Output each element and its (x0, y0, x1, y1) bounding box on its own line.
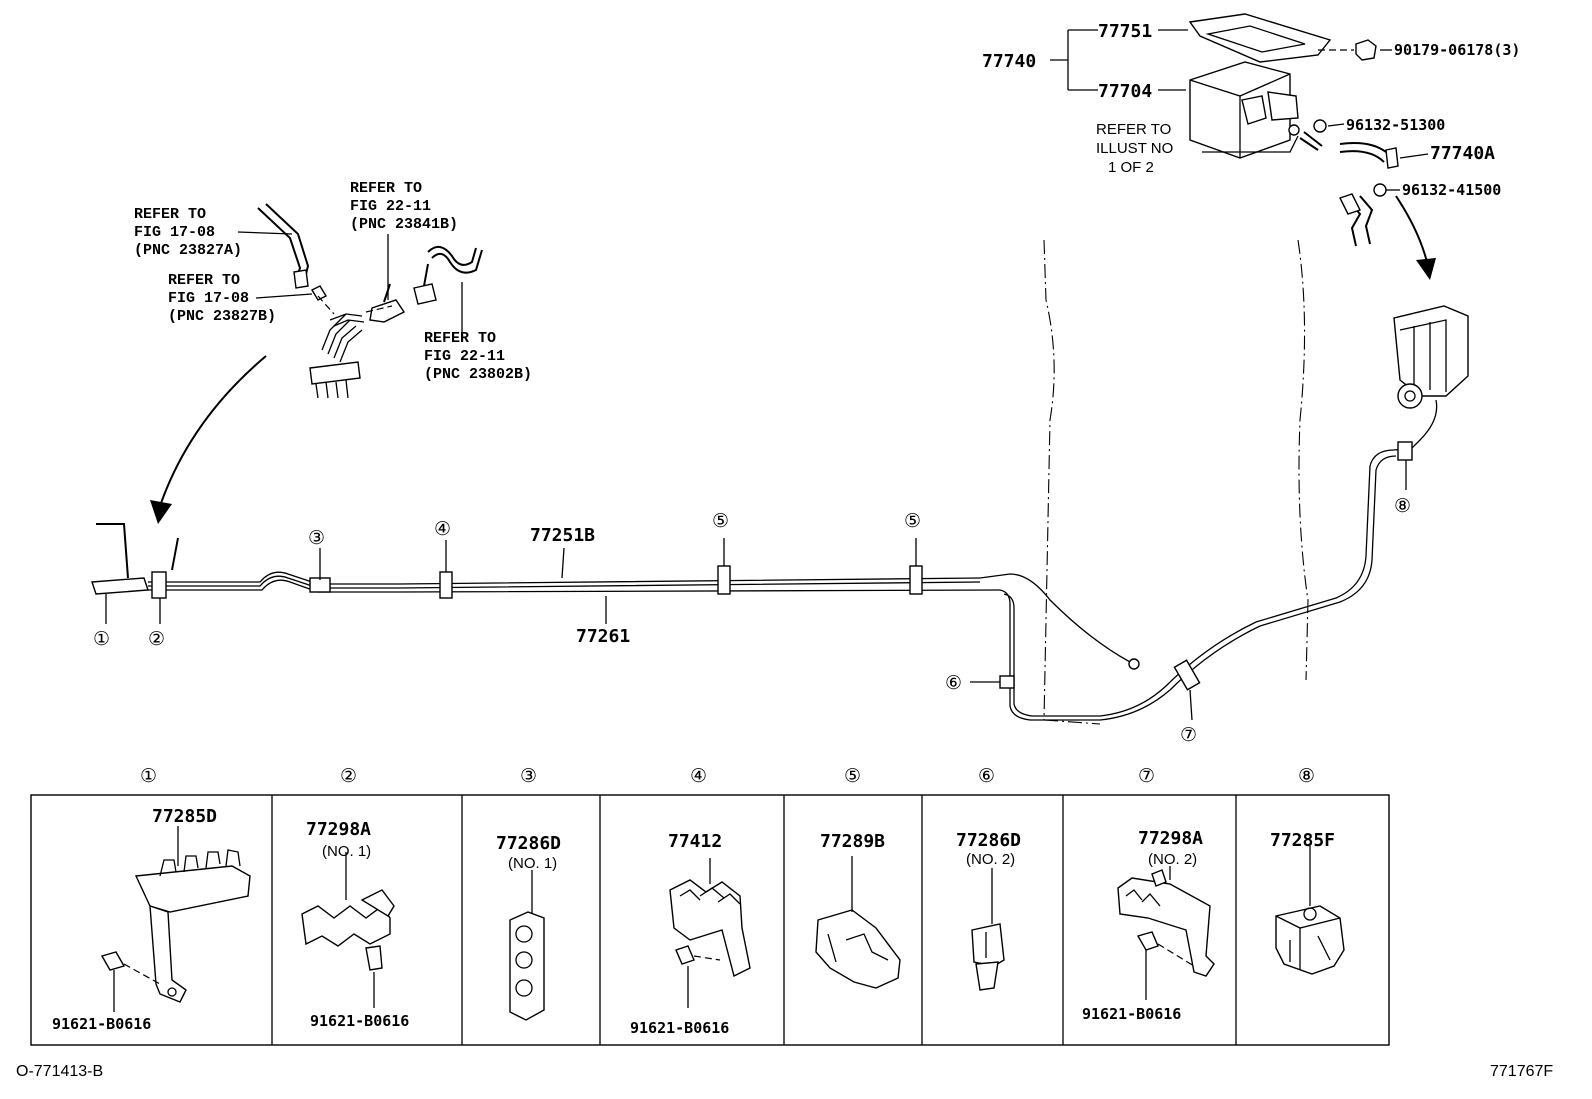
callout-5a: ⑤ (712, 511, 729, 532)
part-77251b: 77251B (530, 525, 595, 546)
svg-text:77298A: 77298A (1138, 828, 1203, 849)
svg-text:FIG 17-08: FIG 17-08 (168, 290, 249, 307)
callout-7: ⑦ (1180, 725, 1197, 746)
box-7-number: ⑦ (1138, 766, 1155, 787)
box-6-number: ⑥ (978, 766, 995, 787)
svg-text:77289B: 77289B (820, 831, 885, 852)
box-6-clamp: 77286D (NO. 2) (956, 830, 1021, 991)
svg-text:77298A: 77298A (306, 819, 371, 840)
ref-23841b: REFER TO FIG 22-11 (PNC 23841B) (350, 180, 458, 233)
callout-2: ② (148, 629, 165, 650)
svg-text:FIG 22-11: FIG 22-11 (424, 348, 505, 365)
svg-text:(PNC 23827B): (PNC 23827B) (168, 308, 276, 325)
svg-text:REFER TO: REFER TO (134, 206, 206, 223)
callout-1: ① (93, 629, 110, 650)
svg-text:FIG 22-11: FIG 22-11 (350, 198, 431, 215)
svg-text:77412: 77412 (668, 831, 722, 852)
part-77740: 77740 (982, 51, 1036, 72)
box-4-clamp: 77412 91621-B0616 (630, 831, 751, 1037)
diagram-code-right: 771767F (1490, 1063, 1553, 1080)
box-8-clamp: 77285F (1270, 830, 1345, 975)
part-90179-06178: 90179-06178(3) (1394, 41, 1520, 59)
svg-text:ILLUST NO: ILLUST NO (1096, 140, 1173, 157)
svg-text:91621-B0616: 91621-B0616 (1082, 1005, 1181, 1023)
part-77704: 77704 (1098, 81, 1152, 102)
svg-text:(PNC 23802B): (PNC 23802B) (424, 366, 532, 383)
part-77261: 77261 (576, 626, 630, 647)
svg-text:77286D: 77286D (496, 833, 561, 854)
box-2-number: ② (340, 766, 357, 787)
svg-text:REFER TO: REFER TO (350, 180, 422, 197)
svg-text:REFER TO: REFER TO (168, 272, 240, 289)
svg-text:1 OF 2: 1 OF 2 (1108, 159, 1154, 176)
canister-assembly: 77740 77751 77704 90179-06178(3) 96132-5… (982, 13, 1520, 280)
box-5-clamp: 77289B (815, 831, 901, 989)
ref-23827b: REFER TO FIG 17-08 (PNC 23827B) (168, 272, 276, 325)
box-7-clamp: 77298A (NO. 2) 91621-B0616 (1082, 828, 1215, 1023)
svg-text:FIG 17-08: FIG 17-08 (134, 224, 215, 241)
svg-text:91621-B0616: 91621-B0616 (630, 1019, 729, 1037)
part-96132-41500: 96132-41500 (1402, 181, 1501, 199)
box-8-number: ⑧ (1298, 766, 1315, 787)
svg-text:(NO. 2): (NO. 2) (1148, 851, 1197, 868)
callout-5b: ⑤ (904, 511, 921, 532)
svg-text:91621-B0616: 91621-B0616 (52, 1015, 151, 1033)
box-3-number: ③ (520, 766, 537, 787)
part-77751: 77751 (1098, 21, 1152, 42)
callout-3: ③ (308, 528, 325, 549)
svg-text:REFER TO: REFER TO (424, 330, 496, 347)
front-connector-group: REFER TO FIG 17-08 (PNC 23827A) REFER TO… (134, 180, 532, 524)
svg-text:(PNC 23841B): (PNC 23841B) (350, 216, 458, 233)
clamp-detail-table: ① ② ③ ④ ⑤ ⑥ ⑦ ⑧ 77285D 91621-B0616 (30, 766, 1390, 1046)
callouts: ① ② ③ ④ ⑤ ⑤ ⑥ ⑦ ⑧ (93, 460, 1411, 746)
part-77740A: 77740A (1430, 143, 1495, 164)
box-2-clamp: 77298A (NO. 1) 91621-B0616 (301, 819, 409, 1030)
diagram-code-left: O-771413-B (16, 1063, 103, 1080)
svg-text:(PNC 23827A): (PNC 23827A) (134, 242, 242, 259)
svg-text:(NO. 2): (NO. 2) (966, 851, 1015, 868)
refer-illust: REFER TO ILLUST NO 1 OF 2 (1096, 121, 1173, 176)
line-routing: 77251B 77261 (91, 305, 1469, 721)
callout-6: ⑥ (945, 673, 962, 694)
svg-text:(NO. 1): (NO. 1) (508, 855, 557, 872)
svg-text:77285F: 77285F (1270, 830, 1335, 851)
box-4-number: ④ (690, 766, 707, 787)
box-1-clamp: 77285D 91621-B0616 (52, 806, 251, 1033)
svg-text:77285D: 77285D (152, 806, 217, 827)
svg-text:91621-B0616: 91621-B0616 (310, 1012, 409, 1030)
callout-4: ④ (434, 519, 451, 540)
body-outline (1043, 239, 1309, 725)
box-1-number: ① (140, 766, 157, 787)
part-96132-51300: 96132-51300 (1346, 116, 1445, 134)
svg-text:REFER TO: REFER TO (1096, 121, 1171, 138)
svg-text:77286D: 77286D (956, 830, 1021, 851)
callout-8: ⑧ (1394, 496, 1411, 517)
box-3-clamp: 77286D (NO. 1) (496, 833, 561, 1021)
ref-23802b: REFER TO FIG 22-11 (PNC 23802B) (424, 330, 532, 383)
ref-23827a: REFER TO FIG 17-08 (PNC 23827A) (134, 206, 242, 259)
box-5-number: ⑤ (844, 766, 861, 787)
svg-text:(NO. 1): (NO. 1) (322, 843, 371, 860)
